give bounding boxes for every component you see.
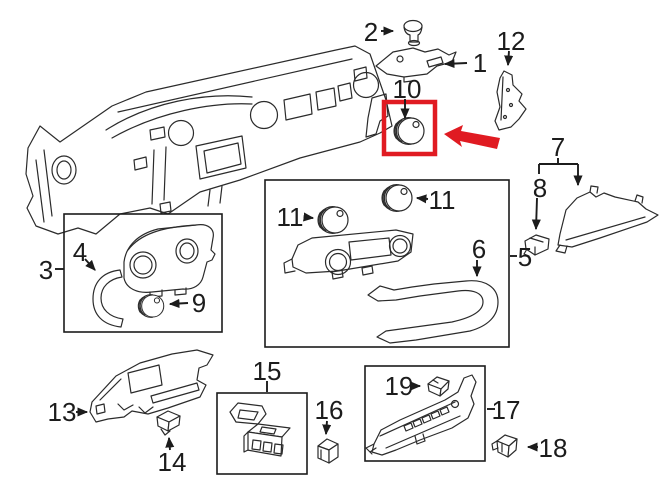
- part-4-trim-drawing: [92, 269, 124, 328]
- highlight-arrow-icon: [444, 125, 500, 149]
- callout-11-right-label: 11: [429, 185, 456, 215]
- callout-3-label: 3: [39, 255, 53, 285]
- highlight-box-part-10: [381, 99, 438, 157]
- arrow-12: [504, 50, 514, 67]
- arrow-9: [168, 298, 189, 309]
- instrument-panel-frame-drawing: [25, 45, 393, 235]
- part-1-bracket-drawing: [375, 47, 457, 83]
- callout-6-label: 6: [472, 234, 486, 264]
- part-18-clip-drawing: [491, 434, 518, 458]
- callout-17-label: 17: [492, 395, 521, 425]
- group-box-5: [264, 179, 510, 348]
- part-11-knob-right-drawing: [381, 184, 413, 212]
- part-17-trim-panel-drawing: [365, 374, 477, 456]
- part-3-cluster-bezel-drawing: [123, 224, 216, 298]
- callout-13-label: 13: [48, 397, 77, 427]
- part-10-knob-drawing: [393, 117, 425, 145]
- callout-9-label: 9: [192, 288, 206, 318]
- callout-12-label: 12: [497, 26, 526, 56]
- part-19-clip-drawing: [427, 376, 450, 397]
- part-11-knob-left-drawing: [317, 206, 349, 234]
- group-box-17: [364, 365, 486, 462]
- callout-lines: [55, 26, 583, 452]
- callout-16-label: 16: [315, 395, 344, 425]
- arrow-14: [165, 436, 175, 451]
- part-15-switch-drawing: [243, 423, 291, 457]
- part-13-panel-drawing: [89, 349, 214, 423]
- callout-18-label: 18: [539, 433, 568, 463]
- part-6-garnish-drawing: [367, 280, 499, 344]
- callout-8-label: 8: [533, 173, 547, 203]
- part-2-clip-drawing: [403, 19, 423, 47]
- arrow-11-left: [303, 212, 315, 222]
- callout-11-left-label: 11: [277, 202, 304, 232]
- arrow-16: [322, 420, 332, 436]
- callout-15-label: 15: [253, 356, 282, 386]
- part-5-center-bezel-drawing: [283, 229, 414, 280]
- bracket-7: [538, 158, 578, 174]
- callout-7-label: 7: [551, 132, 565, 162]
- group-box-15: [216, 392, 308, 475]
- callout-1-label: 1: [473, 48, 487, 78]
- arrow-8: [531, 197, 541, 231]
- callout-4-label: 4: [73, 237, 87, 267]
- part-14-clip-drawing: [156, 410, 181, 436]
- callout-labels: 1 2 3 4 5 6 7 8 9 10 11 11 12 13 14 15 1…: [39, 17, 568, 477]
- part-15-socket-drawing: [229, 402, 267, 425]
- callout-14-label: 14: [158, 447, 187, 477]
- part-8-clip-drawing: [523, 234, 550, 257]
- part-16-clip-drawing: [317, 438, 339, 464]
- callout-19-label: 19: [385, 371, 414, 401]
- callout-2-label: 2: [364, 17, 378, 47]
- arrow-4: [84, 258, 96, 271]
- part-7-trim-panel-drawing: [555, 185, 659, 254]
- group-box-3: [63, 213, 223, 333]
- part-12-panel-drawing: [494, 70, 527, 131]
- part-9-knob-drawing: [137, 294, 165, 318]
- arrow-1: [443, 59, 468, 69]
- callout-5-label: 5: [518, 242, 532, 272]
- callout-10-label: 10: [393, 74, 422, 104]
- arrow-11-right: [415, 194, 429, 204]
